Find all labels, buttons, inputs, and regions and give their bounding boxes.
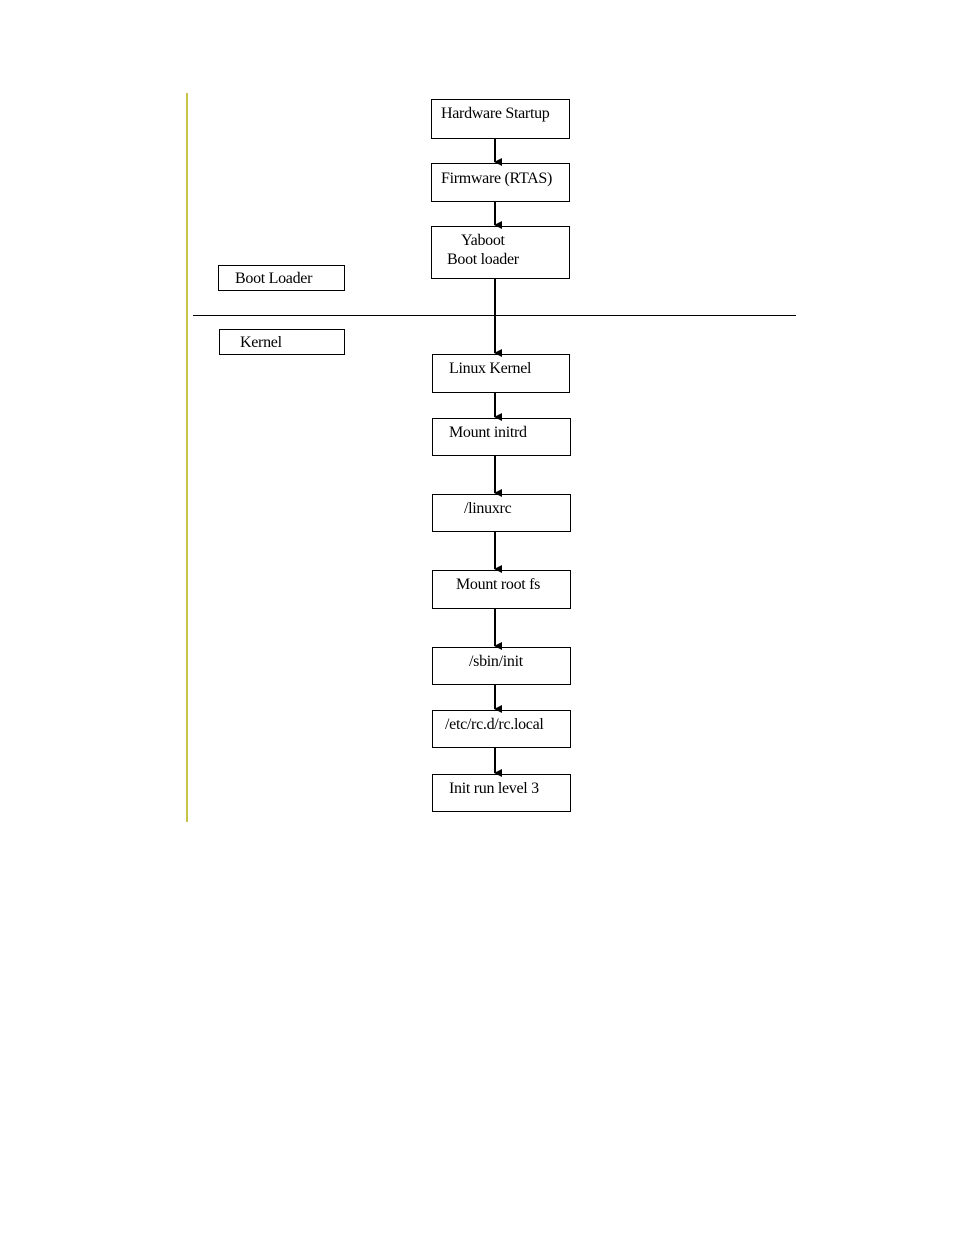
flow-arrows [0, 0, 954, 1235]
